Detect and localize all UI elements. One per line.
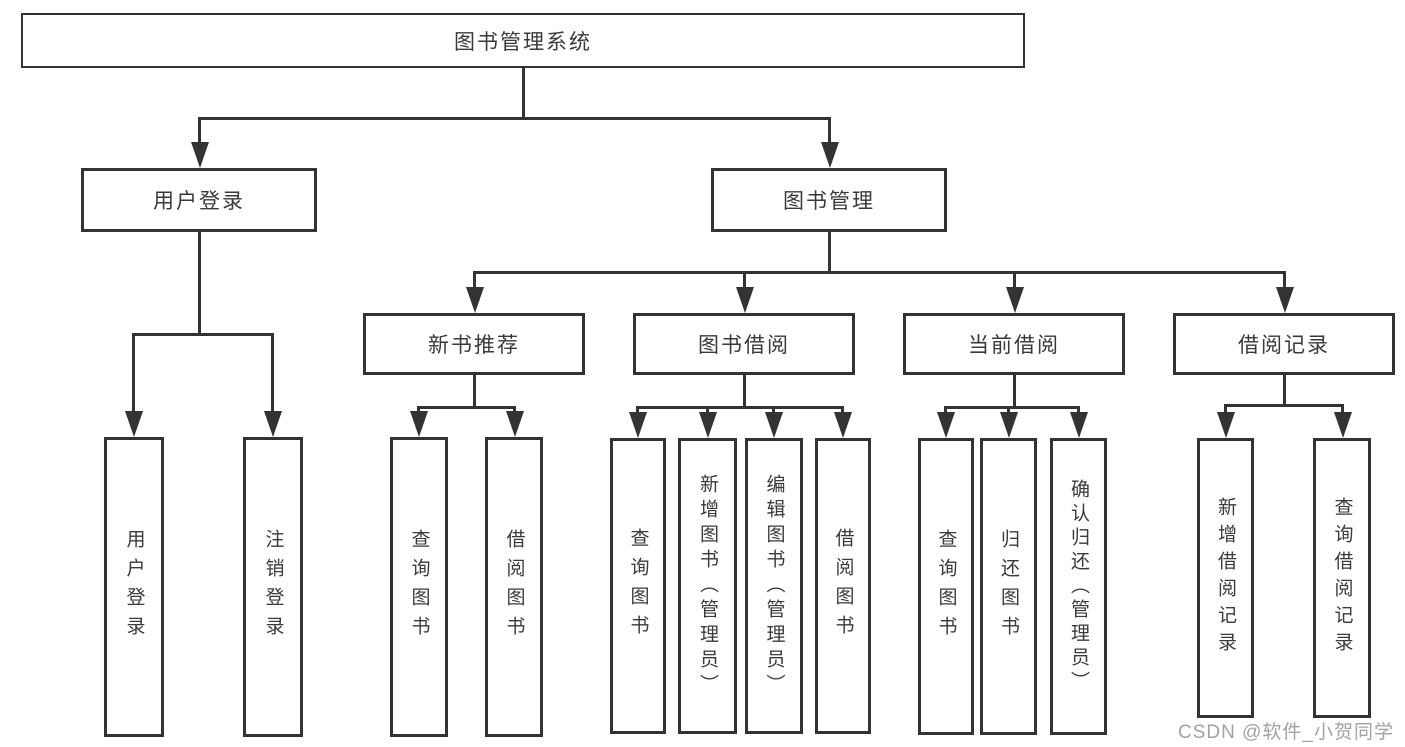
leaf-borrow-book: 借阅图书 [485, 437, 543, 737]
leaf-query-book: 查询图书 [610, 438, 666, 734]
connector-line [636, 406, 844, 409]
leaf-user-login: 用户登录 [104, 437, 164, 737]
node-borrowing-records: 借阅记录 [1173, 313, 1395, 375]
node-book-management: 图书管理 [711, 168, 947, 232]
leaf-edit-book-admin: 编辑图书（管理员） [745, 438, 803, 734]
arrow-down-icon [1077, 406, 1080, 412]
watermark: CSDN @软件_小贺同学 [1178, 722, 1394, 743]
connector-line [132, 333, 274, 336]
leaf-add-borrow-record: 新增借阅记录 [1197, 438, 1254, 718]
arrow-down-icon [198, 117, 201, 142]
connector-line [944, 406, 1080, 409]
arrow-down-icon [1013, 271, 1016, 287]
leaf-borrow-book: 借阅图书 [815, 438, 871, 734]
leaf-query-book: 查询图书 [918, 438, 974, 735]
arrow-down-icon [1007, 406, 1010, 412]
leaf-add-book-admin: 新增图书（管理员） [678, 438, 737, 734]
node-current-borrowing: 当前借阅 [903, 313, 1125, 375]
arrow-down-icon [271, 333, 274, 411]
arrow-down-icon [636, 406, 639, 412]
arrow-down-icon [743, 271, 746, 287]
arrow-down-icon [417, 406, 420, 411]
arrow-down-icon [132, 333, 135, 411]
connector-line [198, 117, 831, 120]
leaf-confirm-return-admin: 确认归还（管理员） [1050, 438, 1107, 735]
connector-line [1013, 375, 1016, 409]
node-book-borrowing: 图书借阅 [633, 313, 855, 375]
leaf-return-book: 归还图书 [980, 438, 1037, 735]
arrow-down-icon [1224, 404, 1227, 412]
arrow-down-icon [772, 406, 775, 412]
node-library-management-system: 图书管理系统 [21, 13, 1025, 68]
arrow-down-icon [1283, 271, 1286, 287]
connector-line [1283, 375, 1286, 407]
node-new-book-recommendation: 新书推荐 [363, 313, 585, 375]
connector-line [828, 232, 831, 274]
leaf-logout-login: 注销登录 [243, 437, 303, 737]
connector-line [1224, 404, 1344, 407]
connector-line [473, 375, 476, 409]
connector-line [743, 375, 746, 409]
arrow-down-icon [841, 406, 844, 412]
arrow-down-icon [944, 406, 947, 412]
arrow-down-icon [513, 406, 516, 411]
arrow-down-icon [828, 117, 831, 142]
leaf-query-book: 查询图书 [390, 437, 448, 737]
node-user-login: 用户登录 [81, 168, 317, 232]
connector-line [473, 271, 1286, 274]
connector-line [417, 406, 516, 409]
connector-line [198, 232, 201, 336]
arrow-down-icon [706, 406, 709, 412]
arrow-down-icon [1341, 404, 1344, 412]
arrow-down-icon [473, 271, 476, 287]
connector-line [522, 68, 525, 118]
leaf-query-borrow-record: 查询借阅记录 [1313, 438, 1371, 718]
